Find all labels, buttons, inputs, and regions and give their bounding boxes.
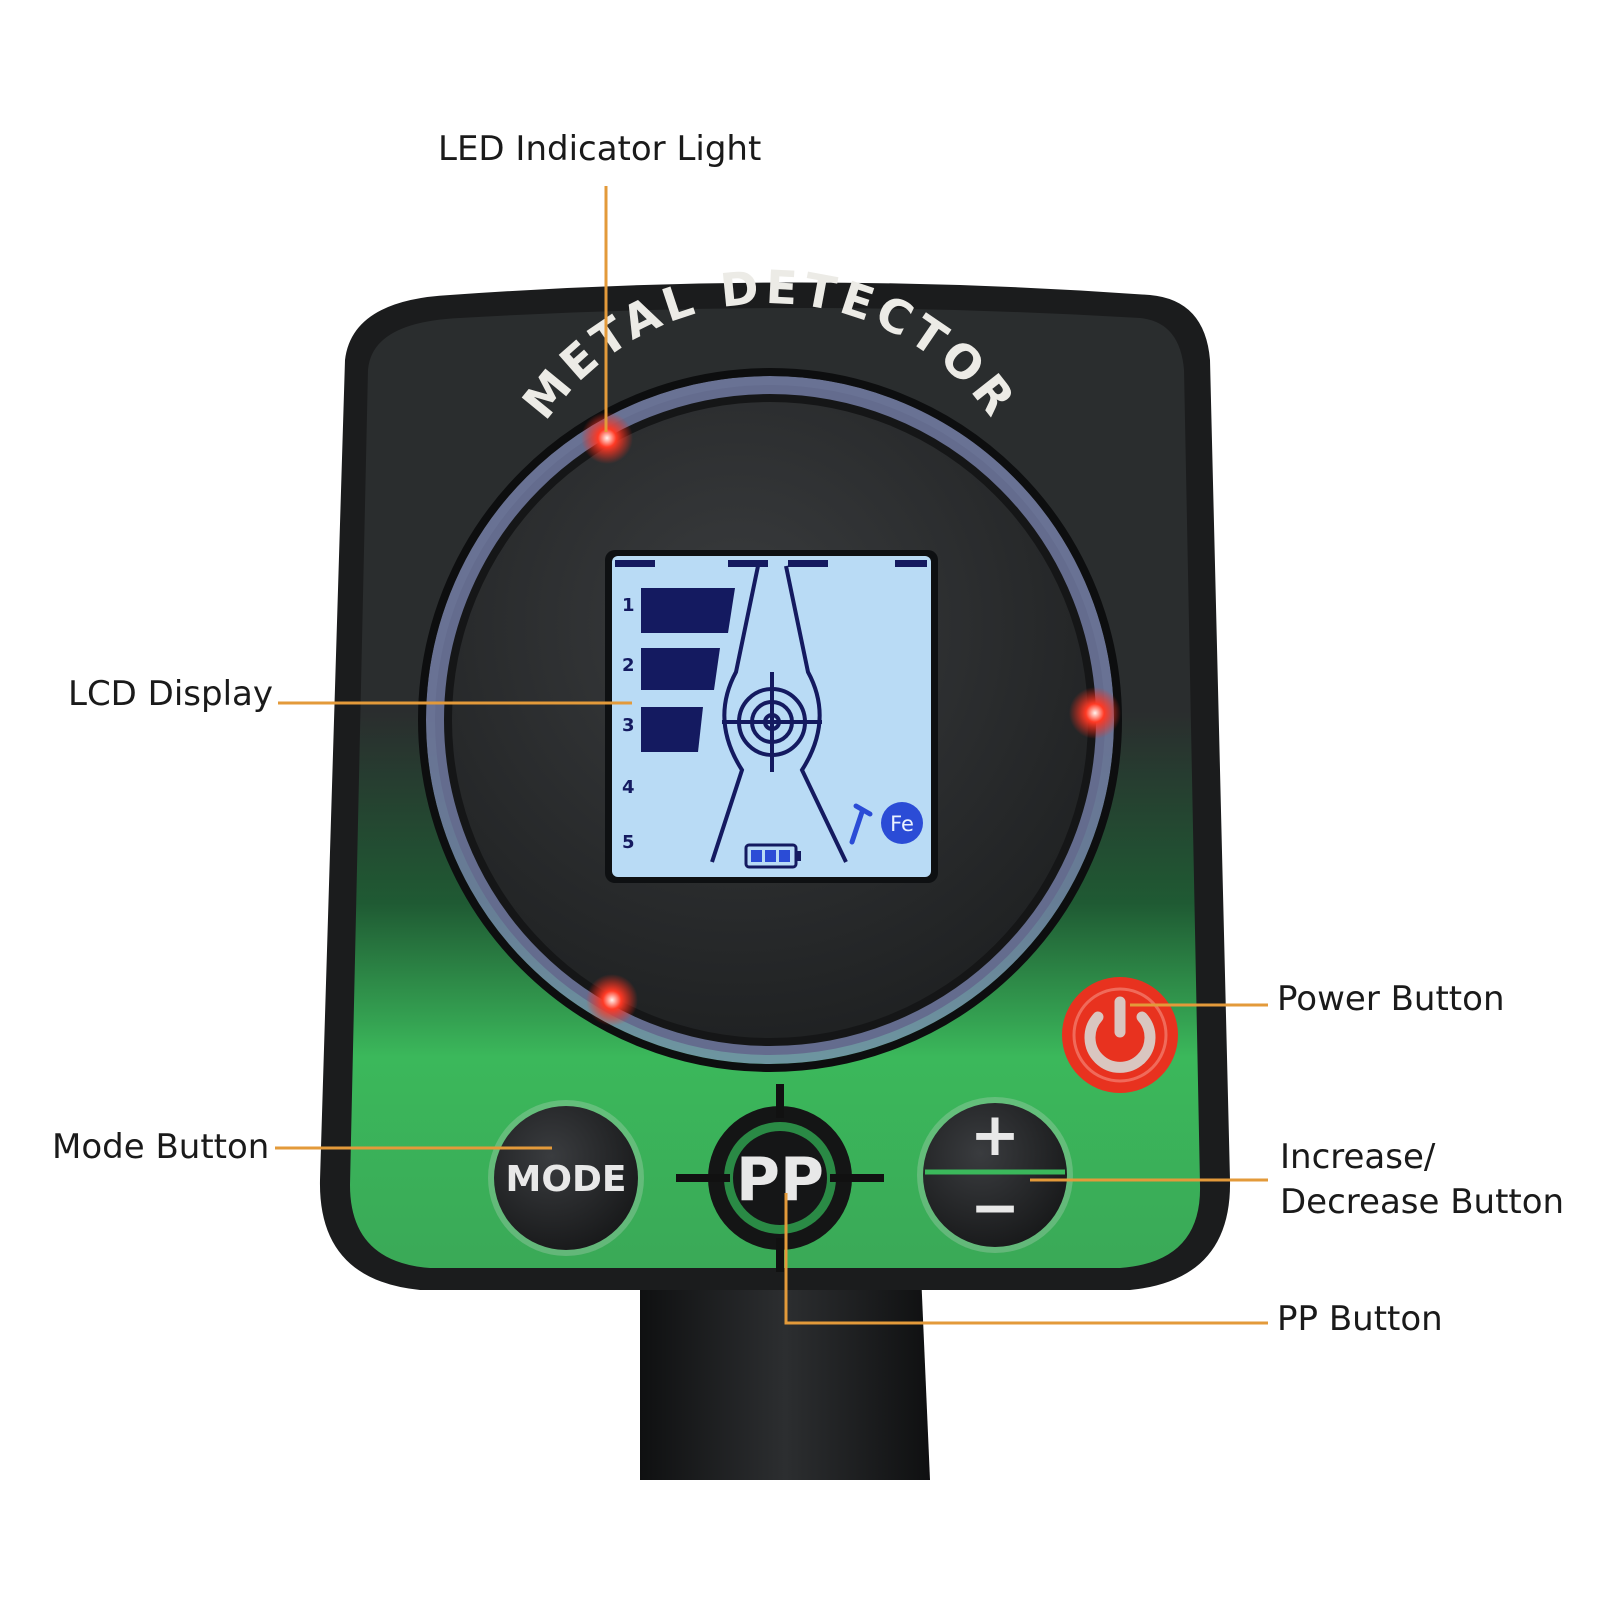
increase-symbol: + [970,1100,1020,1170]
depth-level-3: 3 [622,715,635,736]
led-light-top [581,412,633,464]
led-light-bottom [586,974,638,1026]
callout-led-indicator: LED Indicator Light [438,129,761,169]
mode-button-label: MODE [506,1159,627,1200]
callout-increase-line2: Decrease Button [1280,1182,1564,1222]
callout-increase-line1: Increase/ [1280,1137,1436,1177]
screw-icon [849,803,873,845]
led-light-right [1069,687,1121,739]
power-button[interactable] [1062,977,1178,1093]
battery-icon [744,843,801,869]
callout-power-button: Power Button [1277,979,1505,1019]
increase-decrease-button[interactable]: + − [917,1097,1073,1253]
lcd-display: 1 2 3 4 5 Fe [605,550,938,883]
leader-lines [275,186,1268,1325]
depth-bar-3 [641,707,703,752]
handle [640,1250,930,1480]
callout-pp-button: PP Button [1277,1299,1443,1339]
fe-label: Fe [890,812,914,836]
callout-mode-button: Mode Button [52,1127,269,1167]
depth-bar-2 [641,648,720,690]
fe-icon [881,802,923,844]
depth-level-5: 5 [622,832,635,853]
target-crosshair-icon [722,672,822,772]
power-icon [1084,1011,1156,1073]
leader-pp [784,1193,1268,1325]
pp-button-label: PP [736,1145,824,1215]
depth-bar-1 [641,588,735,633]
depth-level-1: 1 [622,595,635,616]
mode-button[interactable]: MODE [488,1100,644,1256]
callout-lcd-display: LCD Display [68,674,273,714]
decrease-symbol: − [970,1173,1020,1243]
pp-button[interactable]: PP [676,1084,884,1272]
depth-level-2: 2 [622,655,635,676]
depth-level-4: 4 [622,777,635,798]
